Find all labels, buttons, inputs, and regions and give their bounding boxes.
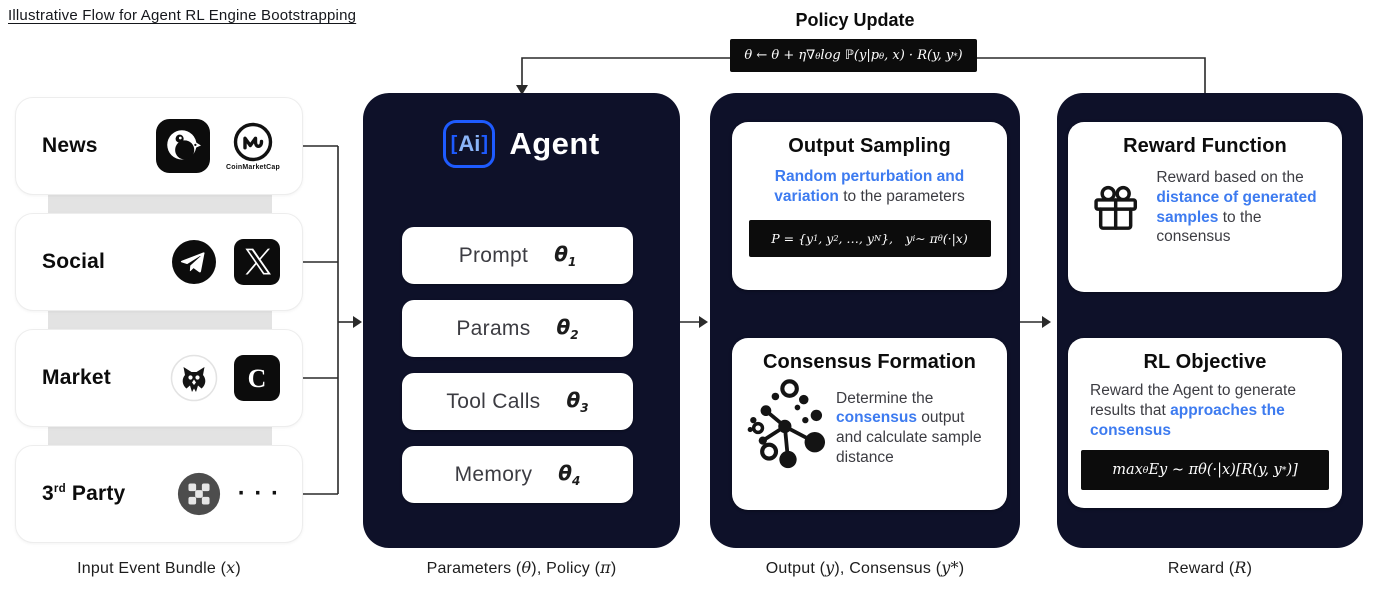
output-sampling-desc: Random perturbation and variation to the… — [774, 168, 965, 205]
coinmarketcap-icon: CoinMarketCap — [226, 121, 280, 171]
agent-container: [ Ai ] Agent Prompt θ1 Params θ2 Tool Ca… — [363, 93, 680, 548]
rl-objective-title: RL Objective — [1143, 351, 1267, 373]
telegram-icon — [172, 240, 216, 284]
reward-container: Reward Function Reward based on the dist… — [1057, 93, 1363, 548]
third-party-icons: · · · — [176, 471, 280, 517]
output-sampling-card: Output Sampling Random perturbation and … — [732, 122, 1007, 290]
consensus-desc: Determine the consensus output and calcu… — [836, 389, 982, 466]
rl-objective-card: RL Objective Reward the Agent to generat… — [1068, 338, 1342, 508]
c-exchange-icon: C — [234, 355, 280, 401]
input-card-third-party: 3rd Party · · · — [15, 445, 303, 543]
coinmarketcap-label: CoinMarketCap — [226, 164, 280, 171]
market-icons: C — [170, 354, 280, 402]
consensus-body: Determine the consensus output and calcu… — [732, 374, 1007, 480]
param-row-tool-calls: Tool Calls θ3 — [402, 373, 633, 430]
agent-title: Agent — [509, 126, 600, 161]
param-row-prompt: Prompt θ1 — [402, 227, 633, 284]
x-twitter-icon — [234, 239, 280, 285]
consensus-formation-card: Consensus Formation — [732, 338, 1007, 510]
ellipsis-icon: · · · — [237, 480, 280, 507]
output-column-caption: Output (y), Consensus (y*) — [765, 558, 965, 577]
rl-objective-desc: Reward the Agent to generate results tha… — [1090, 382, 1296, 440]
social-icons — [170, 238, 280, 286]
owl-market-icon — [170, 354, 218, 402]
reward-function-title: Reward Function — [1123, 135, 1287, 157]
policy-update-title: Policy Update — [795, 10, 915, 30]
reward-function-desc: Reward based on the distance of generate… — [1156, 169, 1317, 246]
param-row-params: Params θ2 — [402, 300, 633, 357]
agent-column-caption: Parameters (θ), Policy (π) — [426, 558, 617, 577]
news-icons: CoinMarketCap — [156, 119, 280, 173]
theta-1-symbol: θ1 — [554, 242, 577, 269]
consensus-formation-title: Consensus Formation — [762, 351, 977, 373]
input-label-market: Market — [42, 366, 111, 389]
cryptopanic-penguin-icon — [156, 119, 211, 173]
reward-column-caption: Reward (R) — [1167, 558, 1253, 577]
input-column-caption: Input Event Bundle (x) — [77, 558, 241, 577]
input-label-news: News — [42, 134, 98, 157]
input-card-news: News CoinMarketCap — [15, 97, 303, 195]
dapp-grid-icon — [177, 472, 220, 516]
input-label-social: Social — [42, 250, 106, 273]
consensus-cluster-icon — [747, 379, 826, 469]
theta-4-symbol: θ4 — [558, 461, 581, 488]
input-card-social: Social — [15, 213, 303, 311]
theta-2-symbol: θ2 — [556, 315, 579, 342]
reward-function-card: Reward Function Reward based on the dist… — [1068, 122, 1342, 292]
agent-header: [ Ai ] Agent — [363, 120, 680, 168]
gift-icon — [1094, 185, 1138, 230]
param-row-memory: Memory θ4 — [402, 446, 633, 503]
input-card-market: Market C — [15, 329, 303, 427]
input-label-third-party: 3rd Party — [42, 482, 126, 505]
page-title: Illustrative Flow for Agent RL Engine Bo… — [8, 7, 357, 24]
output-container: Output Sampling Random perturbation and … — [710, 93, 1020, 548]
reward-function-body: Reward based on the distance of generate… — [1068, 158, 1342, 247]
svg-text:C: C — [248, 364, 267, 393]
theta-3-symbol: θ3 — [566, 388, 589, 415]
output-sampling-title: Output Sampling — [788, 135, 951, 157]
ai-logo-icon: [ Ai ] — [443, 120, 496, 168]
